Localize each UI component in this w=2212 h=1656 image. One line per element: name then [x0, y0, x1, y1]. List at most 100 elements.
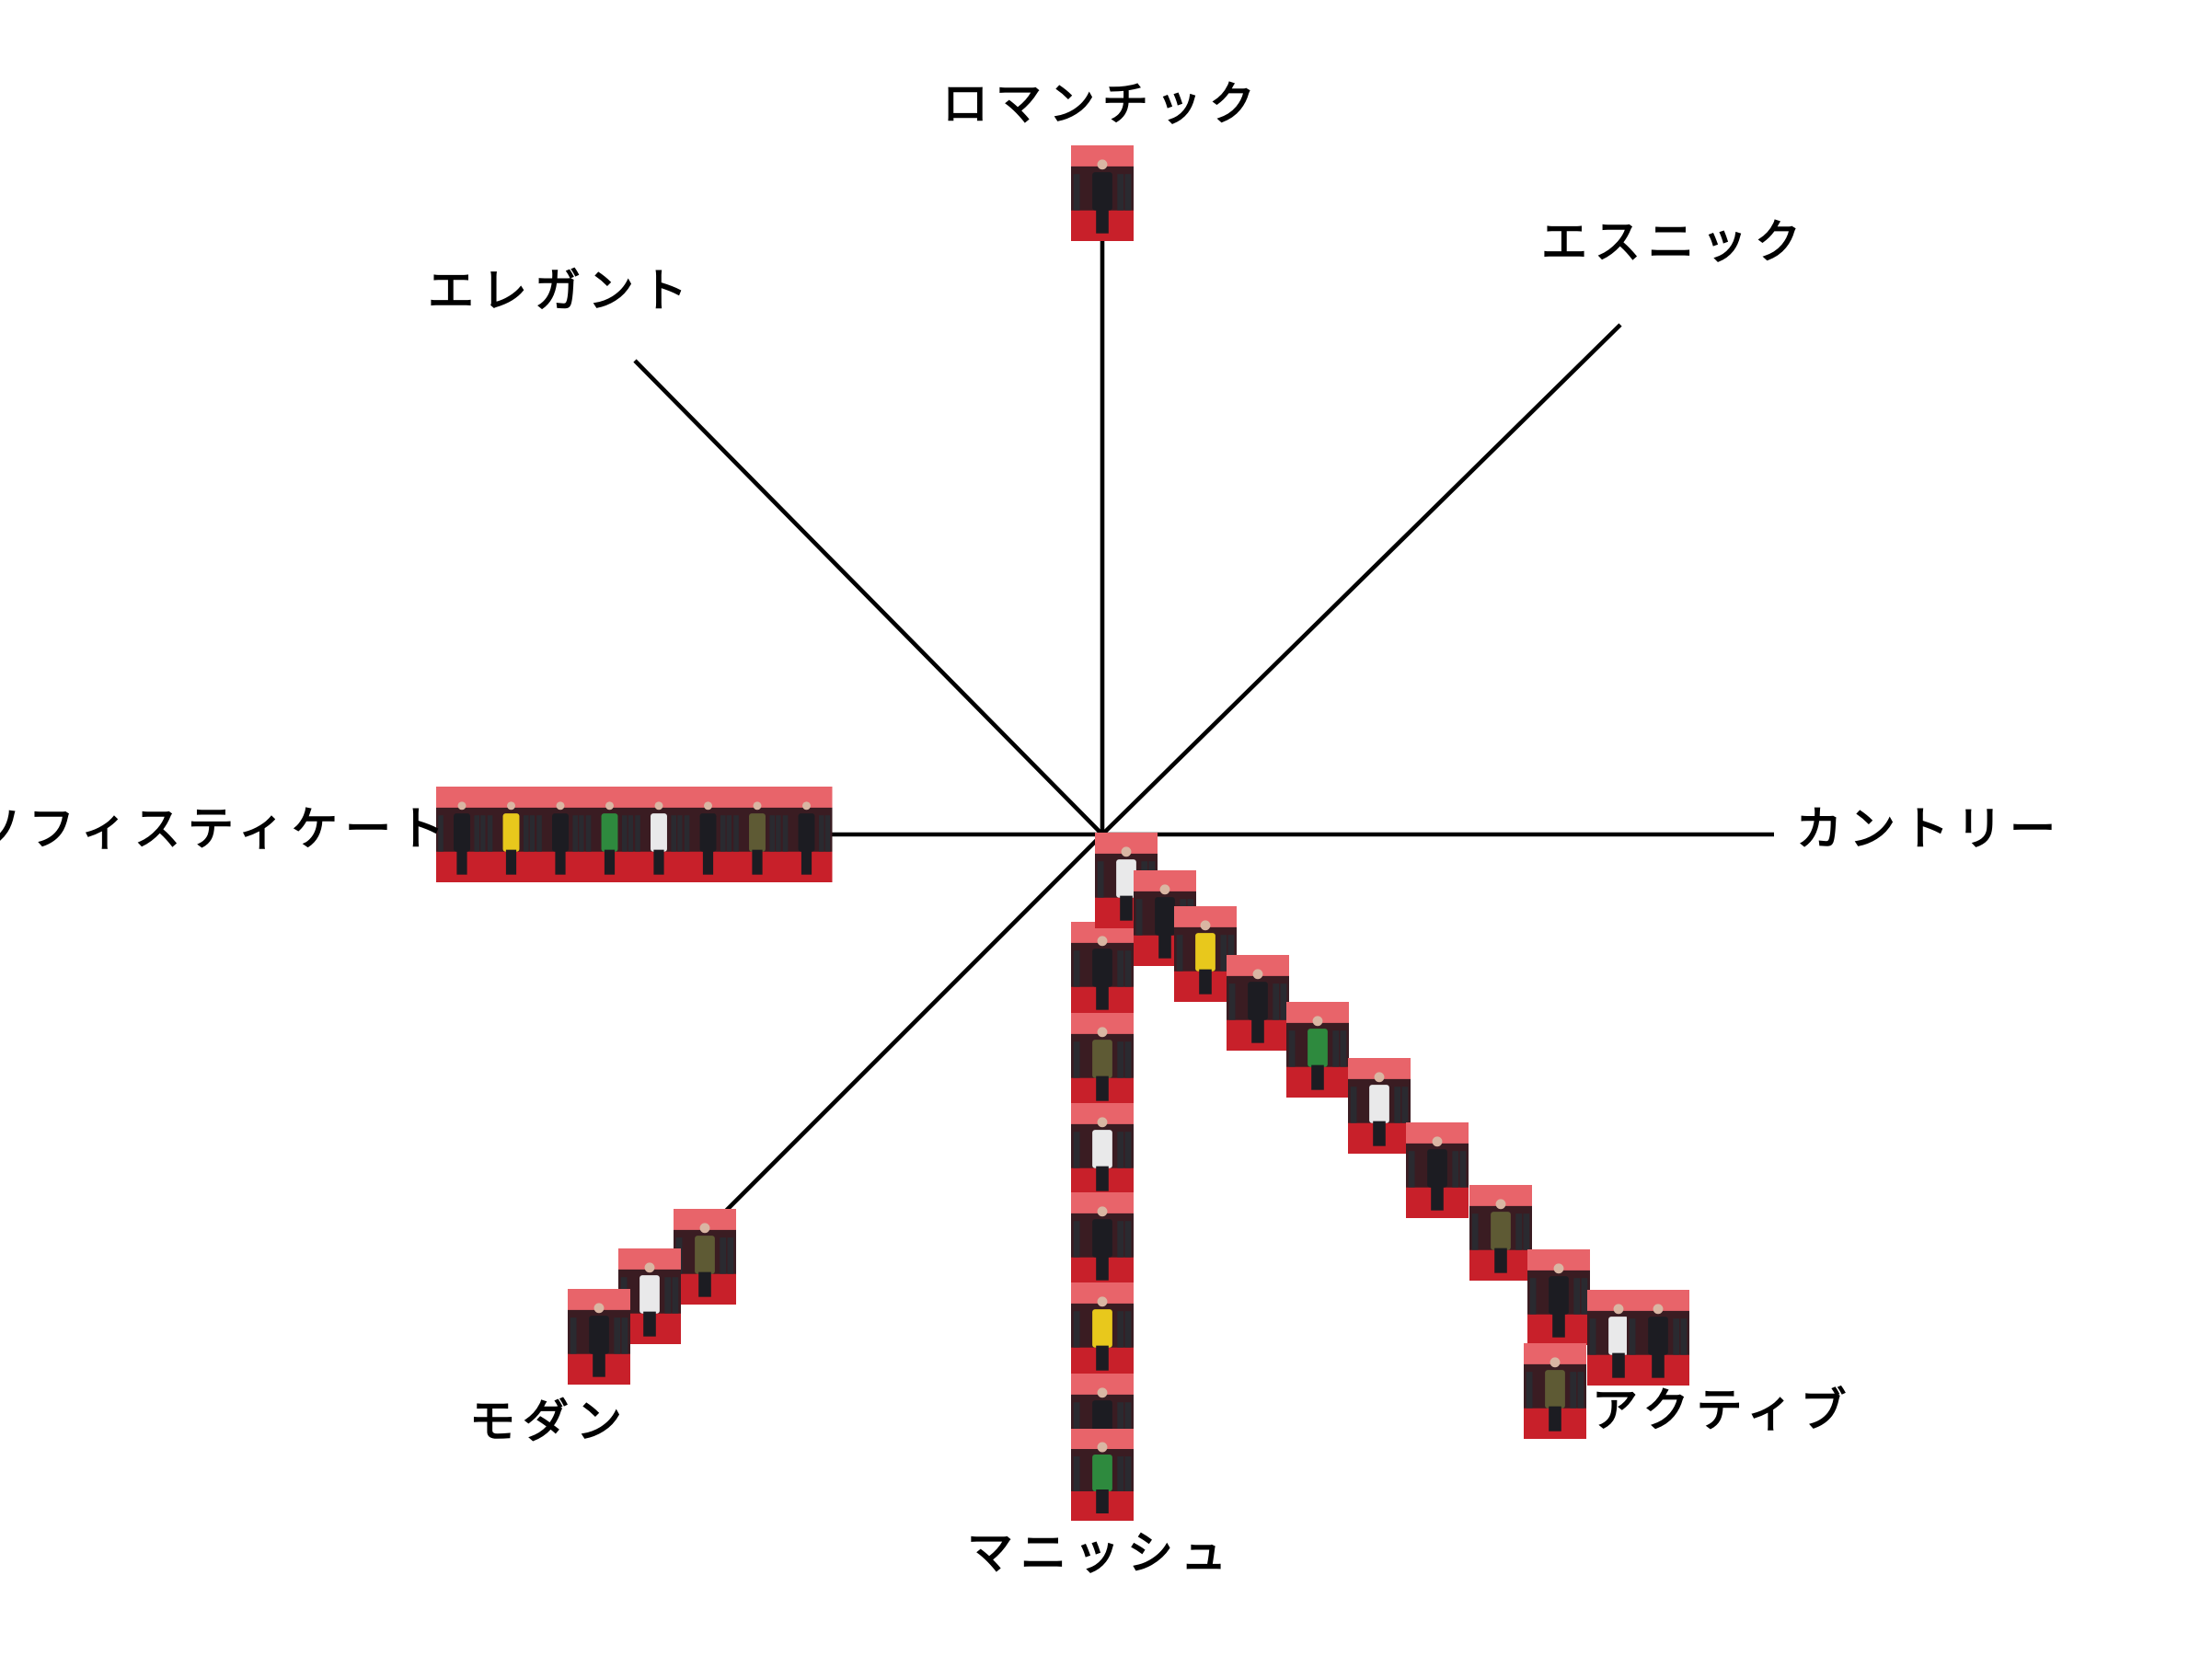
- crowd-silhouette: [671, 815, 677, 852]
- model-outfit: [601, 813, 618, 852]
- crowd-silhouette: [1340, 1030, 1347, 1067]
- crowd-silhouette: [1581, 1278, 1588, 1315]
- axis-line-ethnic: [1100, 323, 1622, 836]
- model-legs: [593, 1351, 605, 1377]
- model-legs: [1120, 895, 1133, 921]
- model-head: [699, 1223, 710, 1234]
- thumbnail-backdrop-light: [568, 1289, 630, 1310]
- runway-look-thumbnail: [674, 1209, 736, 1305]
- runway-look-thumbnail: [583, 787, 636, 882]
- axis-line-elegant: [633, 359, 1104, 836]
- model-legs: [1549, 1406, 1561, 1432]
- model-outfit: [1549, 1276, 1569, 1315]
- crowd-silhouette: [621, 1317, 628, 1354]
- crowd-silhouette: [1408, 1151, 1415, 1188]
- thumbnail-backdrop-light: [1095, 833, 1158, 854]
- model-outfit: [1092, 172, 1112, 211]
- crowd-silhouette: [1401, 1087, 1409, 1123]
- axis-label-sophisticate: ソフィスティケート: [0, 802, 452, 856]
- crowd-silhouette: [1452, 1151, 1459, 1188]
- runway-look-thumbnail: [1348, 1058, 1411, 1154]
- runway-look-thumbnail: [633, 787, 685, 882]
- crowd-silhouette: [1073, 950, 1080, 987]
- crowd-silhouette: [1459, 1151, 1467, 1188]
- model-head: [507, 801, 515, 811]
- crowd-silhouette: [1073, 1402, 1080, 1439]
- crowd-silhouette: [536, 815, 542, 852]
- crowd-silhouette: [1124, 1132, 1132, 1168]
- crowd-silhouette: [1073, 1041, 1080, 1078]
- crowd-silhouette: [1124, 1221, 1132, 1258]
- crowd-silhouette: [1073, 1456, 1080, 1491]
- model-outfit: [1092, 1309, 1112, 1348]
- runway-look-thumbnail: [1071, 1103, 1134, 1199]
- model-outfit: [1155, 897, 1175, 936]
- crowd-silhouette: [1526, 1372, 1533, 1409]
- thumbnail-backdrop-light: [1071, 1103, 1134, 1124]
- runway-look-thumbnail: [535, 787, 586, 882]
- thumbnail-backdrop-light: [1527, 1249, 1590, 1271]
- model-outfit: [639, 1275, 660, 1314]
- model-legs: [653, 849, 664, 875]
- thumbnail-backdrop-light: [1071, 1192, 1134, 1213]
- model-outfit: [1092, 1219, 1112, 1258]
- model-head: [1312, 1016, 1323, 1027]
- model-legs: [1096, 1255, 1109, 1281]
- model-legs: [1096, 1489, 1109, 1513]
- crowd-silhouette: [585, 815, 592, 852]
- model-head: [1097, 1206, 1108, 1217]
- model-legs: [1096, 1345, 1109, 1371]
- model-outfit: [1545, 1370, 1565, 1409]
- runway-look-thumbnail: [436, 787, 488, 882]
- model-outfit: [1116, 859, 1136, 898]
- crowd-silhouette: [635, 815, 640, 852]
- model-legs: [1552, 1312, 1565, 1338]
- model-head: [1613, 1304, 1624, 1315]
- axis-label-romantic: ロマンチック: [942, 77, 1262, 131]
- crowd-silhouette: [1135, 899, 1143, 936]
- crowd-silhouette: [1124, 1041, 1132, 1078]
- axis-label-country: カントリー: [1796, 802, 2063, 856]
- model-legs: [555, 849, 566, 875]
- thumbnail-backdrop-light: [535, 787, 586, 808]
- model-head: [1653, 1304, 1664, 1315]
- model-legs: [1373, 1121, 1386, 1146]
- thumbnail-backdrop-light: [780, 787, 833, 808]
- crowd-silhouette: [529, 815, 536, 852]
- crowd-silhouette: [1124, 1402, 1132, 1439]
- model-outfit: [1648, 1317, 1668, 1355]
- thumbnail-backdrop-light: [732, 787, 783, 808]
- model-head: [1550, 1357, 1561, 1368]
- thumbnail-backdrop-light: [1174, 906, 1237, 927]
- thumbnail-backdrop-light: [1071, 1013, 1134, 1034]
- crowd-silhouette: [572, 815, 579, 852]
- thumbnail-backdrop-light: [1227, 955, 1289, 976]
- model-outfit: [1092, 1040, 1112, 1078]
- thumbnail-backdrop-light: [1071, 1374, 1134, 1395]
- runway-look-thumbnail: [1627, 1290, 1689, 1386]
- crowd-silhouette: [1570, 1372, 1577, 1409]
- model-legs: [1158, 933, 1171, 959]
- thumbnail-backdrop-light: [1071, 1429, 1134, 1449]
- model-head: [1097, 1442, 1108, 1453]
- crowd-silhouette: [1220, 935, 1227, 972]
- crowd-silhouette: [1573, 1278, 1581, 1315]
- model-legs: [643, 1311, 656, 1337]
- crowd-silhouette: [523, 815, 529, 852]
- crowd-silhouette: [1350, 1087, 1357, 1123]
- crowd-silhouette: [672, 1277, 679, 1314]
- model-outfit: [552, 813, 569, 852]
- thumbnail-backdrop-light: [1071, 145, 1134, 167]
- axis-label-ethnic: エスニック: [1541, 215, 1808, 269]
- runway-look-thumbnail: [1071, 922, 1134, 1018]
- model-outfit: [798, 813, 815, 852]
- model-legs: [1494, 1248, 1507, 1273]
- crowd-silhouette: [1117, 1311, 1124, 1348]
- crowd-silhouette: [628, 815, 634, 852]
- runway-look-thumbnail: [1071, 1013, 1134, 1109]
- model-outfit: [1092, 1455, 1112, 1491]
- model-head: [1097, 1296, 1108, 1307]
- runway-look-thumbnail: [485, 787, 537, 882]
- model-legs: [1431, 1185, 1444, 1211]
- crowd-silhouette: [782, 815, 789, 852]
